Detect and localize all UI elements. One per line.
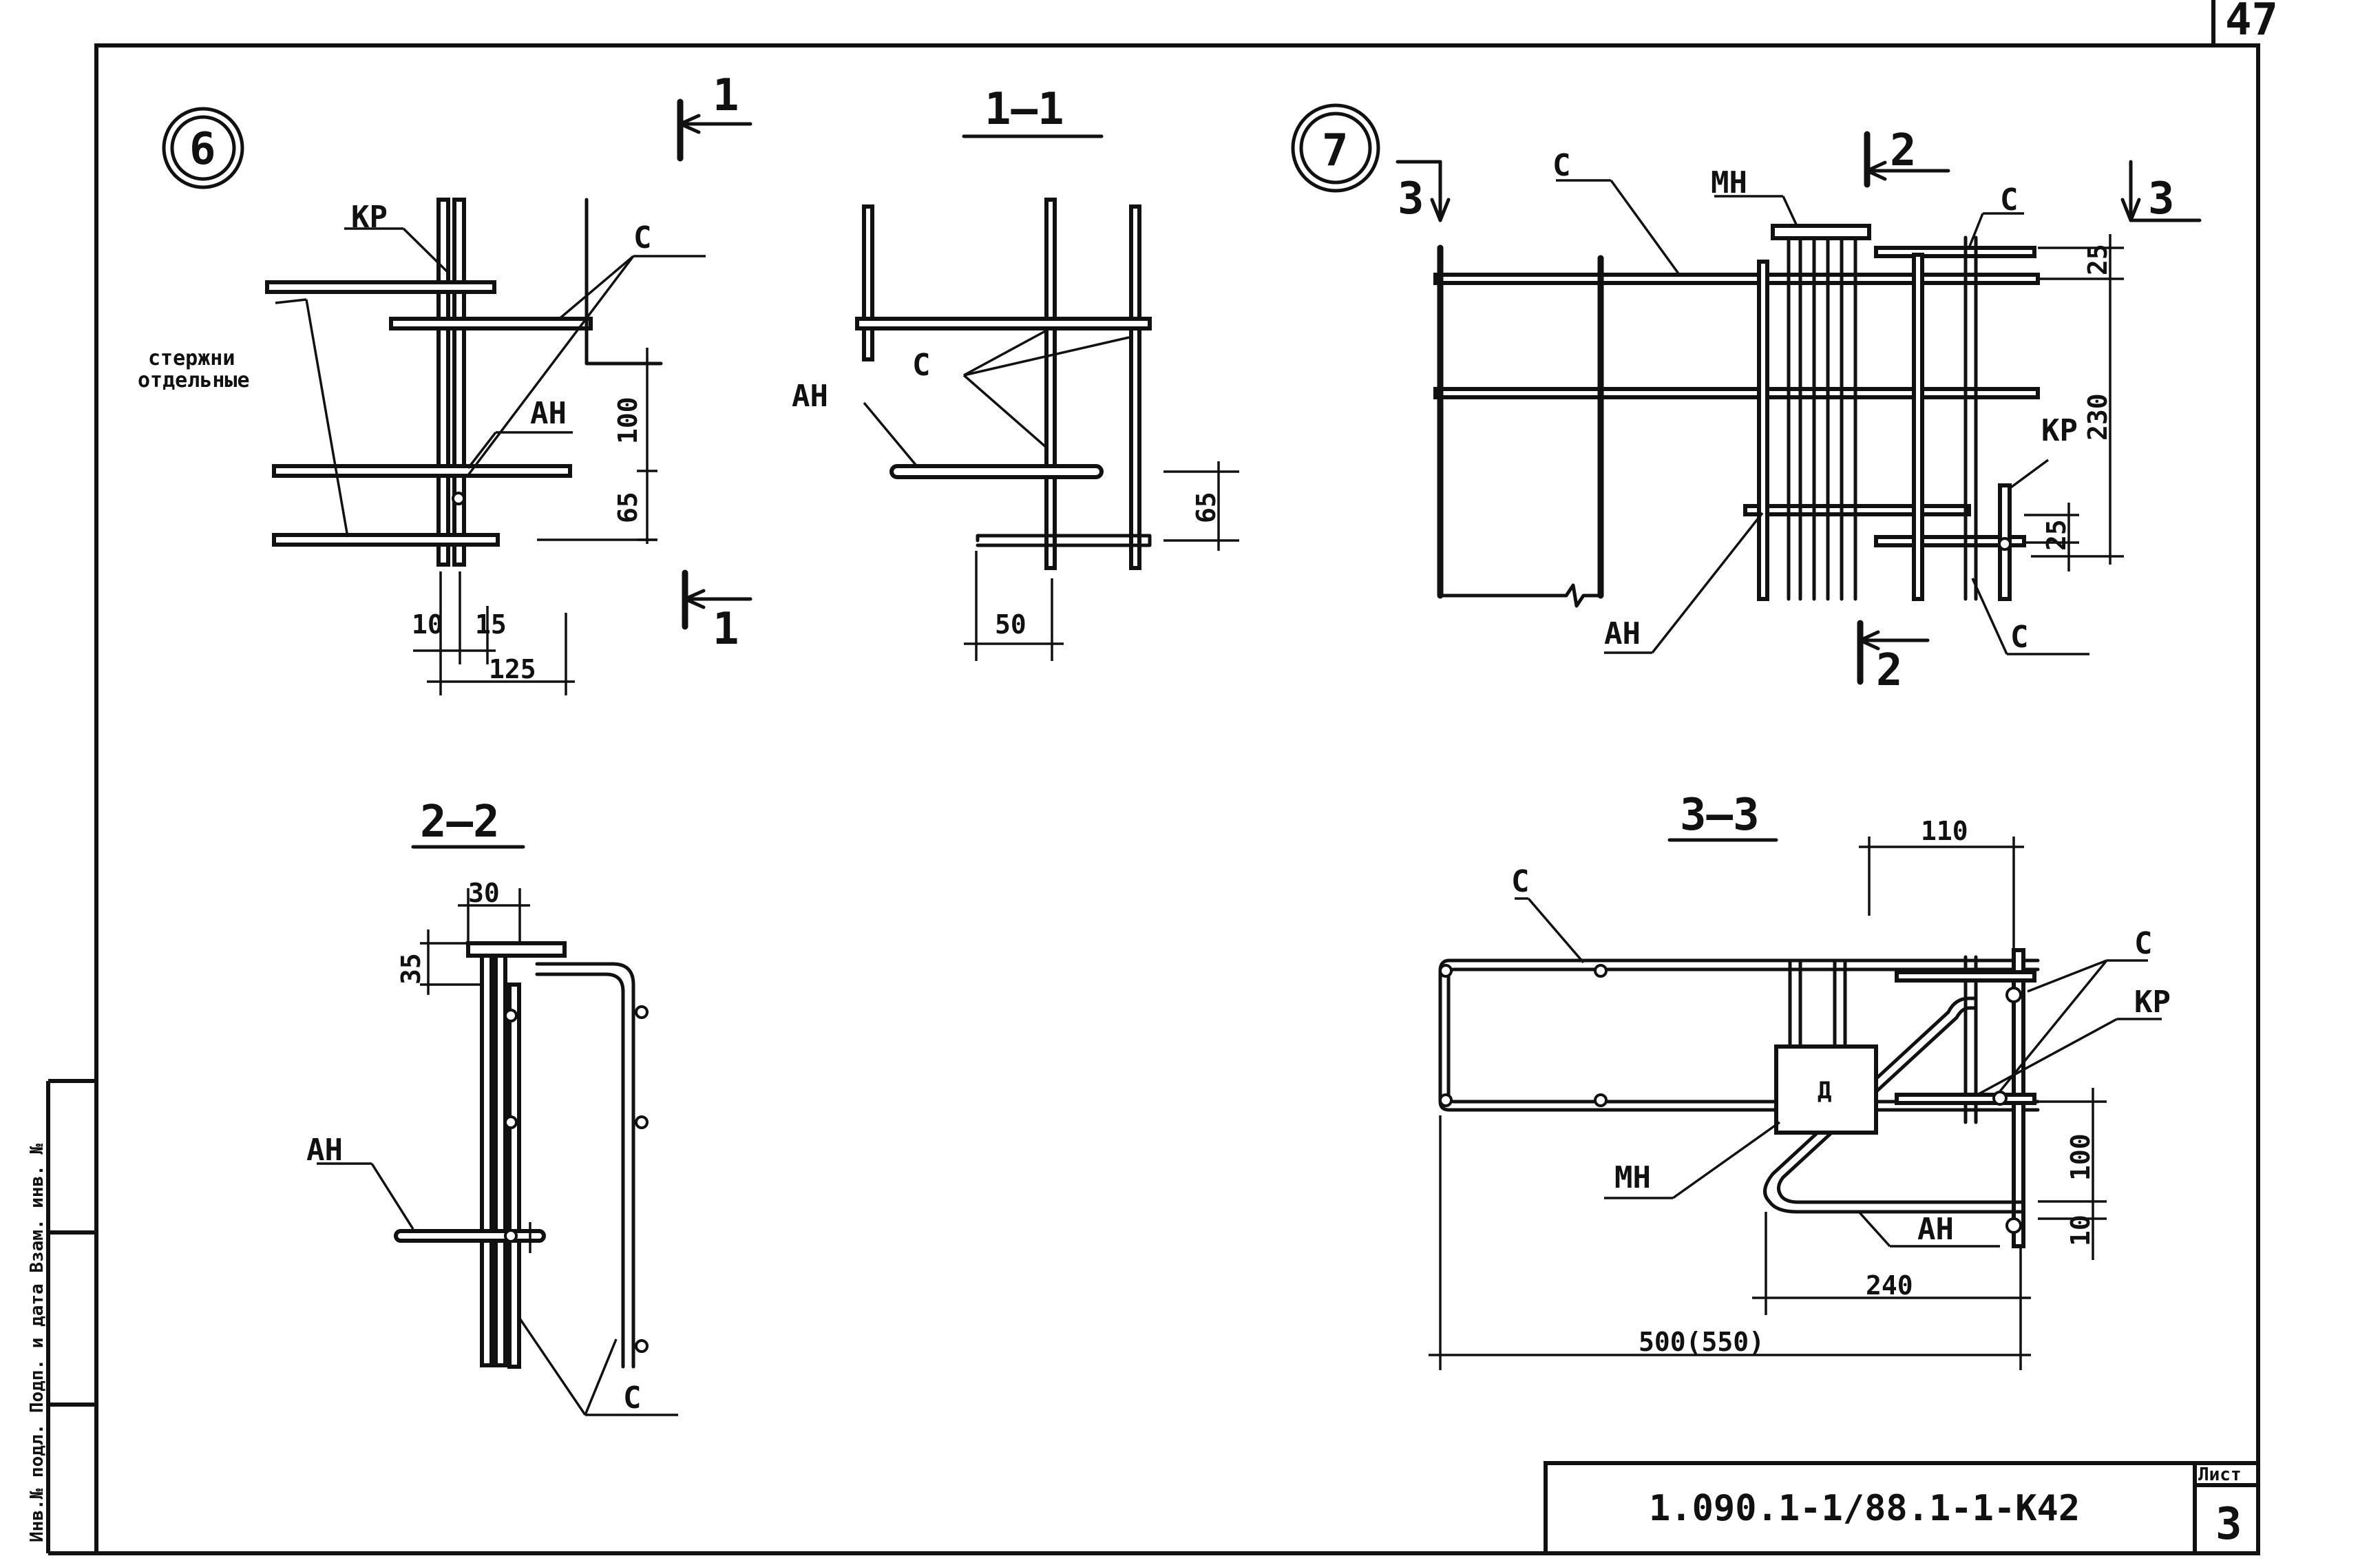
dim-100-d6: 100 bbox=[613, 397, 643, 444]
label-c-s22: С bbox=[623, 1380, 642, 1416]
detail-6-marker bbox=[162, 107, 244, 189]
section-1-1-view bbox=[855, 198, 1239, 661]
label-an-s11: АН bbox=[792, 379, 828, 414]
dim-15-d6: 15 bbox=[475, 609, 507, 640]
section-mark-3-right bbox=[2120, 160, 2202, 222]
label-an-s33: АН bbox=[1917, 1212, 1954, 1247]
label-mn-d7: МН bbox=[1711, 165, 1747, 200]
label-an-s22: АН bbox=[306, 1133, 343, 1168]
label-an-d6: АН bbox=[530, 396, 567, 431]
label-kr-d6: КР bbox=[351, 200, 388, 235]
side-stamp-text: Инв.№ подл. Подп. и дата Взам. инв. № bbox=[27, 1143, 48, 1542]
label-c-d6: С bbox=[633, 220, 652, 255]
dim-30-s22: 30 bbox=[468, 878, 500, 908]
dim-500-s33: 500(550) bbox=[1639, 1327, 1765, 1357]
label-mn-s33: МН bbox=[1614, 1160, 1651, 1195]
section-3-3-title: 3—3 bbox=[1680, 790, 1760, 841]
section-mark-1-top-label: 1 bbox=[713, 70, 739, 121]
label-c-d7-right: С bbox=[2000, 182, 2019, 218]
drawing-code: 1.090.1-1/88.1-1-К42 bbox=[1649, 1488, 2080, 1529]
title-block bbox=[1544, 1461, 2260, 1555]
detail-7-marker bbox=[1291, 103, 1380, 193]
section-2-2-title: 2—2 bbox=[420, 797, 500, 848]
label-an-d7: АН bbox=[1604, 616, 1641, 651]
section-mark-2-top-label: 2 bbox=[1890, 125, 1917, 176]
label-c-s11: С bbox=[912, 348, 931, 383]
section-3-3-view: Д bbox=[1429, 837, 2162, 1370]
page-number: 47 bbox=[2225, 0, 2278, 45]
label-c-d7-bottom: С bbox=[2010, 620, 2029, 655]
label-c-s33-right: С bbox=[2134, 926, 2153, 961]
detail-7-plan bbox=[1433, 179, 2124, 655]
dim-25-d7-top: 25 bbox=[2083, 244, 2113, 275]
label-separate-bars-1: стержни bbox=[148, 346, 235, 370]
dim-65-s11: 65 bbox=[1191, 492, 1221, 523]
list-number: 3 bbox=[2215, 1499, 2242, 1550]
dim-65-d6: 65 bbox=[613, 492, 643, 523]
detail-7-number: 7 bbox=[1322, 125, 1349, 176]
section-mark-3-left bbox=[1396, 160, 1451, 222]
section-mark-2-top bbox=[1864, 131, 1950, 188]
label-c-s33-left: С bbox=[1511, 864, 1530, 899]
section-mark-1-top bbox=[677, 98, 752, 162]
dim-25-d7-bottom: 25 bbox=[2041, 519, 2072, 551]
svg-text:Д: Д bbox=[1818, 1077, 1831, 1104]
sheet-frame bbox=[46, 0, 2260, 1555]
section-2-2-view bbox=[317, 888, 678, 1416]
dim-35-s22: 35 bbox=[396, 953, 426, 985]
section-mark-3-right-label: 3 bbox=[2148, 174, 2175, 224]
dim-50-s11: 50 bbox=[995, 609, 1026, 640]
dim-100-s33: 100 bbox=[2065, 1133, 2096, 1181]
dim-240-s33: 240 bbox=[1866, 1270, 1913, 1301]
section-1-1-title: 1—1 bbox=[984, 84, 1064, 135]
section-mark-1-bottom bbox=[682, 569, 752, 630]
dim-10-s33: 10 bbox=[2065, 1215, 2096, 1246]
label-c-d7-top: С bbox=[1552, 148, 1571, 183]
detail-6-number: 6 bbox=[189, 124, 216, 175]
dim-10-d6: 10 bbox=[412, 609, 443, 640]
section-mark-1-bottom-label: 1 bbox=[713, 604, 739, 655]
section-mark-2-bottom bbox=[1857, 620, 1930, 685]
label-separate-bars-2: отдельные bbox=[138, 368, 250, 392]
detail-6-plan bbox=[265, 198, 706, 695]
section-mark-3-left-label: 3 bbox=[1398, 174, 1424, 224]
section-mark-2-bottom-label: 2 bbox=[1876, 645, 1903, 696]
label-kr-d7: КР bbox=[2041, 413, 2078, 448]
dim-125-d6: 125 bbox=[489, 654, 536, 684]
dim-230-d7: 230 bbox=[2083, 393, 2113, 441]
list-label: Лист bbox=[2198, 1464, 2242, 1485]
dim-110-s33: 110 bbox=[1921, 816, 1968, 846]
label-kr-s33: КР bbox=[2134, 985, 2171, 1020]
